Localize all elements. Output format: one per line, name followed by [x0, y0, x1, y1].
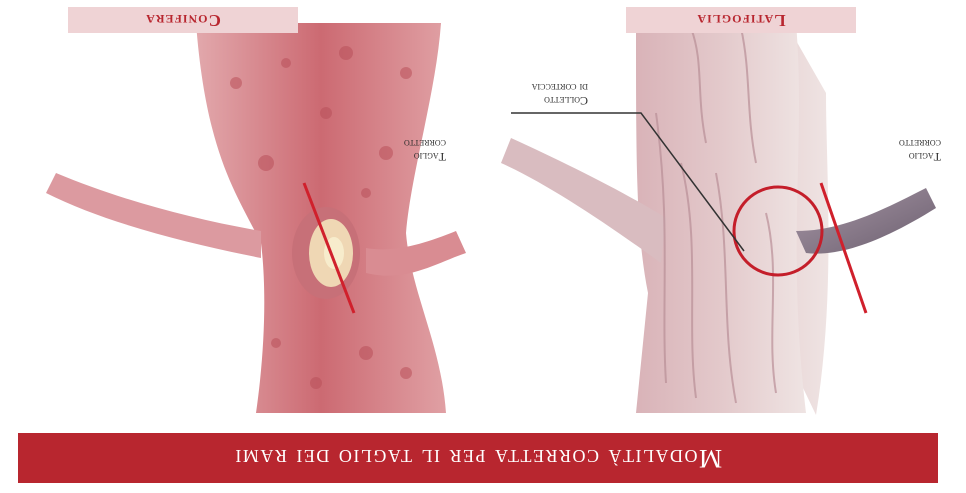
conifer-label: Conifera [68, 7, 298, 33]
conifer-cut-note-line1: Taglio [366, 150, 446, 163]
bark-collar-note: Colletto di corteccia [488, 81, 588, 107]
conifer-cut-note: Taglio corretto [366, 137, 446, 163]
broadleaf-cut-note: Taglio corretto [861, 137, 941, 163]
bark-collar-note-line2: di corteccia [488, 81, 588, 94]
conifer-cut-note-line2: corretto [366, 137, 446, 150]
bark-collar-note-line1: Colletto [488, 94, 588, 107]
broadleaf-cut-note-line1: Taglio [861, 150, 941, 163]
broadleaf-label: Latifoglia [626, 7, 856, 33]
conifer-branch-right [46, 173, 261, 258]
broadleaf-cut-note-line2: corretto [861, 137, 941, 150]
